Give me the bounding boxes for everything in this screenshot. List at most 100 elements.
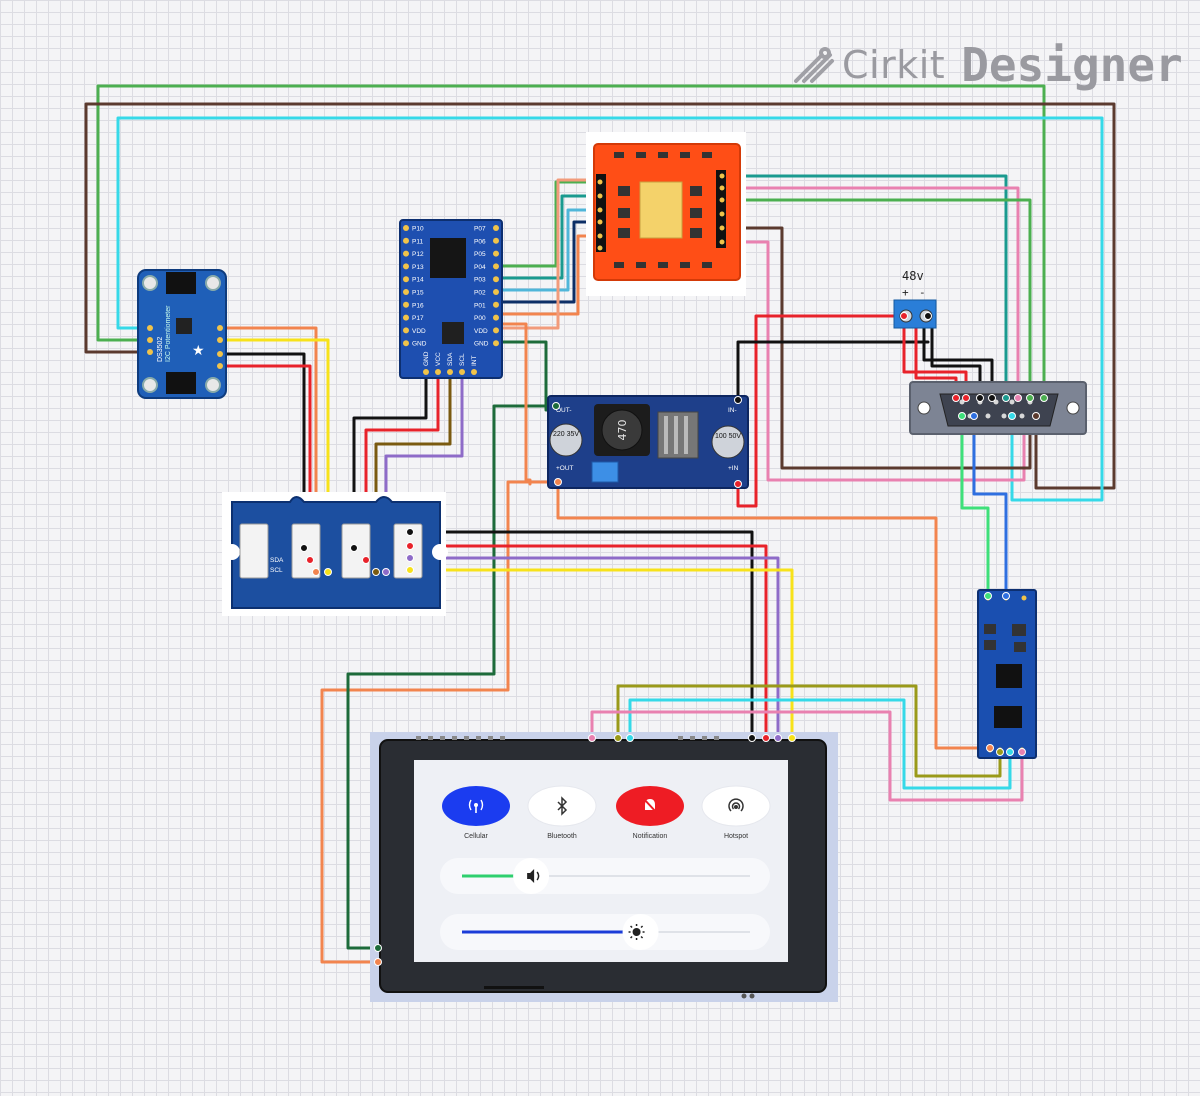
quick-toggle-tiles: Cellular Bluetooth Notification Hotspot [442, 785, 771, 840]
tile-label: Cellular [464, 833, 488, 840]
wire-black-expander-hub[interactable] [352, 370, 428, 550]
expander-pin-p01: P01 [474, 302, 486, 309]
inductor-label: 470 [616, 420, 629, 441]
star-logo-icon: ★ [192, 343, 205, 359]
wire-cyan-display-rs485[interactable] [628, 698, 1012, 790]
wire-purple-hub-display[interactable] [408, 556, 780, 740]
pin-in-minus: IN- [728, 407, 737, 414]
expander-pin-p07: P07 [474, 226, 486, 233]
touch-display[interactable]: Cellular Bluetooth Notification Hotspot [370, 732, 838, 1002]
buck-converter[interactable]: 220 35V 470 100 50V OUT- +OUT IN- +IN [547, 395, 749, 489]
wire-lime-db9-rs485[interactable] [960, 414, 990, 598]
tile-notification[interactable]: Notification [616, 786, 684, 840]
tile-label: Hotspot [724, 833, 748, 840]
expander-pin-p03: P03 [474, 277, 486, 284]
expander-bottom-pin-int: INT [471, 356, 478, 367]
cirkit-logo-icon [794, 47, 834, 83]
wire-black-power-db9[interactable] [922, 314, 994, 400]
wire-cyan-top-loop[interactable] [116, 116, 1104, 502]
expander-pin-p16: P16 [412, 302, 424, 309]
sun-icon [628, 924, 645, 940]
tile-label: Notification [633, 833, 668, 840]
speaker-icon [527, 869, 540, 883]
ds3502-module[interactable]: DS3502 I2C Potentiometer ★ [137, 269, 227, 399]
brightness-slider[interactable] [440, 914, 770, 950]
wire-red-power-converter[interactable] [736, 314, 906, 508]
expander-pin-p02: P02 [474, 290, 486, 297]
wire-endpoints [300, 312, 1048, 966]
pin-in-plus: +IN [728, 465, 739, 472]
ds3502-sublabel: I2C Potentiometer [165, 305, 172, 362]
relay-board[interactable] [586, 132, 746, 296]
bluetooth-icon [557, 796, 568, 816]
expander-bottom-pin-vcc: VCC [435, 352, 442, 366]
expander-bottom-pin-sda: SDA [447, 352, 454, 366]
expander-pin-p13: P13 [412, 264, 424, 271]
wire-black-power-converter[interactable] [736, 340, 930, 402]
expander-bottom-pin-scl: SCL [459, 353, 466, 366]
wire-black-hub-display[interactable] [408, 530, 754, 740]
wire-pink-relay-loop[interactable] [722, 240, 1026, 482]
tile-label: Bluetooth [547, 833, 577, 840]
wire-orange-sensor-hub[interactable] [218, 326, 318, 574]
wire-orange-converter-relay[interactable] [498, 322, 532, 486]
tile-cellular[interactable]: Cellular [442, 786, 510, 840]
expander-pin-gnd: GND [474, 341, 489, 348]
cellular-icon [468, 799, 484, 813]
hub-scl-label: SCL [270, 567, 283, 574]
wire-pink-display-rs485[interactable] [590, 710, 1024, 802]
db9-connector[interactable] [909, 381, 1087, 435]
wire-teal-expander-relay[interactable] [498, 194, 600, 280]
wire-darkgreen-converter-display[interactable] [346, 404, 558, 950]
wire-pink-relay-db9[interactable] [722, 186, 1020, 400]
wire-yellow-hub-display[interactable] [408, 568, 794, 740]
wire-salmon-expander-relay[interactable] [498, 178, 600, 330]
expander-bottom-pin-gnd: GND [423, 351, 430, 366]
left-capacitor-label: 220 35V [553, 431, 579, 438]
tile-bluetooth[interactable]: Bluetooth [527, 785, 597, 840]
i2c-hub[interactable]: SDA SCL [222, 492, 448, 616]
wire-brown-relay-loop[interactable] [722, 226, 1032, 470]
expander-pin-p11: P11 [412, 238, 423, 245]
tile-hotspot[interactable]: Hotspot [701, 785, 771, 840]
wire-teal-relay-db9[interactable] [722, 174, 1008, 400]
wire-blue-db9-rs485[interactable] [972, 414, 1008, 598]
ds3502-label: DS3502 [157, 337, 164, 362]
expander-pin-p12: P12 [412, 251, 424, 258]
volume-slider[interactable] [440, 858, 770, 894]
expander-pin-vdd: VDD [474, 328, 488, 335]
wire-orange-converter-display[interactable] [320, 480, 558, 964]
wire-black-sensor-hub[interactable] [218, 352, 306, 550]
wire-olive-display-rs485[interactable] [616, 684, 1002, 778]
hub-sda-label: SDA [270, 557, 284, 564]
power-voltage-label: 48v [902, 269, 924, 283]
hotspot-icon [728, 798, 744, 812]
rs485-module[interactable] [977, 589, 1037, 759]
expander-pin-p06: P06 [474, 238, 486, 245]
brand-name: Designer [961, 38, 1183, 92]
wire-brown-top-loop[interactable] [84, 102, 1116, 490]
wire-green-expander-relay[interactable] [498, 180, 600, 268]
expander-pin-vdd: VDD [412, 328, 426, 335]
expander-pin-p04: P04 [474, 264, 486, 271]
expander-pin-p14: P14 [412, 277, 424, 284]
cirkit-designer-logo: Cirkit Designer [792, 38, 1183, 92]
wire-orange-converter-rs485[interactable] [556, 480, 992, 750]
expander-pin-gnd: GND [412, 341, 427, 348]
wire-red-hub-display[interactable] [408, 544, 768, 740]
expander-pin-p17: P17 [412, 315, 424, 322]
wire-lightblue-expander-relay[interactable] [498, 208, 600, 292]
pin-out-plus: +OUT [556, 465, 574, 472]
wire-green-relay-db9[interactable] [722, 198, 1032, 400]
power-plus-label: + [902, 286, 909, 299]
power-minus-label: - [919, 286, 926, 299]
bell-off-icon [642, 797, 658, 814]
expander-pin-p10: P10 [412, 226, 424, 233]
expander-pin-p00: P00 [474, 315, 486, 322]
brand-prefix: Cirkit [842, 43, 946, 87]
wire-green-top-loop[interactable] [96, 84, 1046, 400]
